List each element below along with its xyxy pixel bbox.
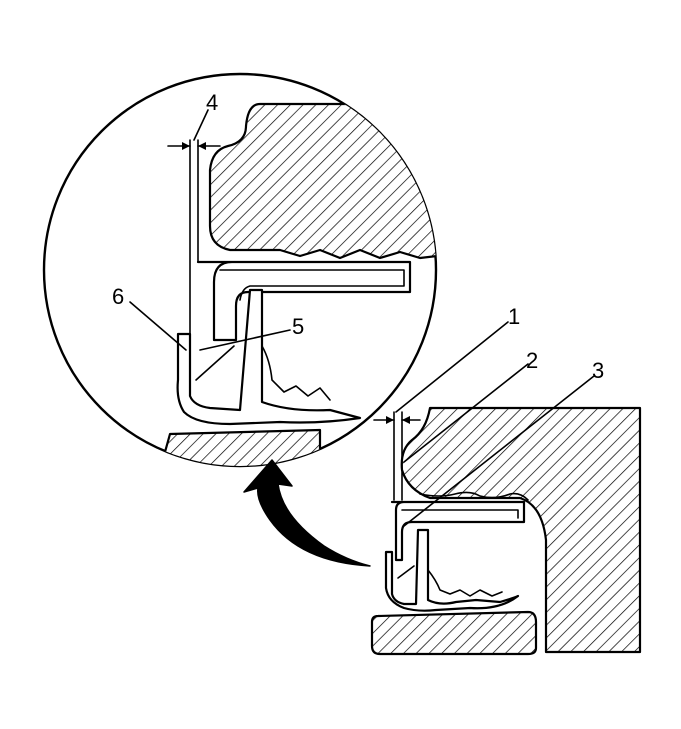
callout-2: 2: [526, 348, 538, 373]
housing: [400, 406, 642, 654]
seal-lip: [384, 528, 520, 612]
magnify-arrow: [243, 459, 371, 567]
seal-case: [390, 500, 526, 562]
leader-lines: [129, 109, 595, 527]
main-assembly: [370, 406, 642, 656]
callout-5: 5: [292, 314, 304, 339]
callout-3: 3: [592, 358, 604, 383]
callout-1: 1: [508, 304, 520, 329]
callouts: 1 2 3 4 5 6: [112, 90, 604, 383]
callout-6: 6: [112, 284, 124, 309]
detail-view: [42, 72, 438, 468]
callout-4: 4: [206, 90, 218, 115]
shaft-block: [370, 610, 538, 656]
